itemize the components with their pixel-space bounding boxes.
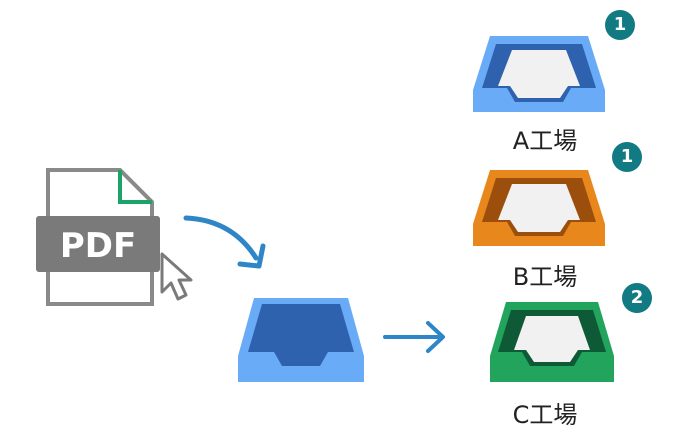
inbox-tray-icon <box>238 298 364 382</box>
mouse-pointer-icon <box>160 252 193 301</box>
tray-a-icon <box>473 36 605 112</box>
tray-b-label: B工場 <box>512 263 578 291</box>
pdf-label: PDF <box>60 226 136 266</box>
tray-b-count-badge: 1 <box>612 142 642 172</box>
tray-c-icon <box>490 302 614 382</box>
pdf-file-icon: PDF <box>36 168 160 306</box>
tray-a-label: A工場 <box>512 127 578 155</box>
pdf-label-bar <box>36 216 160 272</box>
tray-c-count-badge: 2 <box>622 283 652 313</box>
tray-a-count-badge: 1 <box>605 10 635 40</box>
tray-c-label: C工場 <box>512 401 578 429</box>
pdf-corner-fold <box>118 170 152 204</box>
right-arrow-icon <box>383 321 445 353</box>
tray-b-icon <box>473 170 605 246</box>
curved-arrow-icon <box>183 215 266 269</box>
